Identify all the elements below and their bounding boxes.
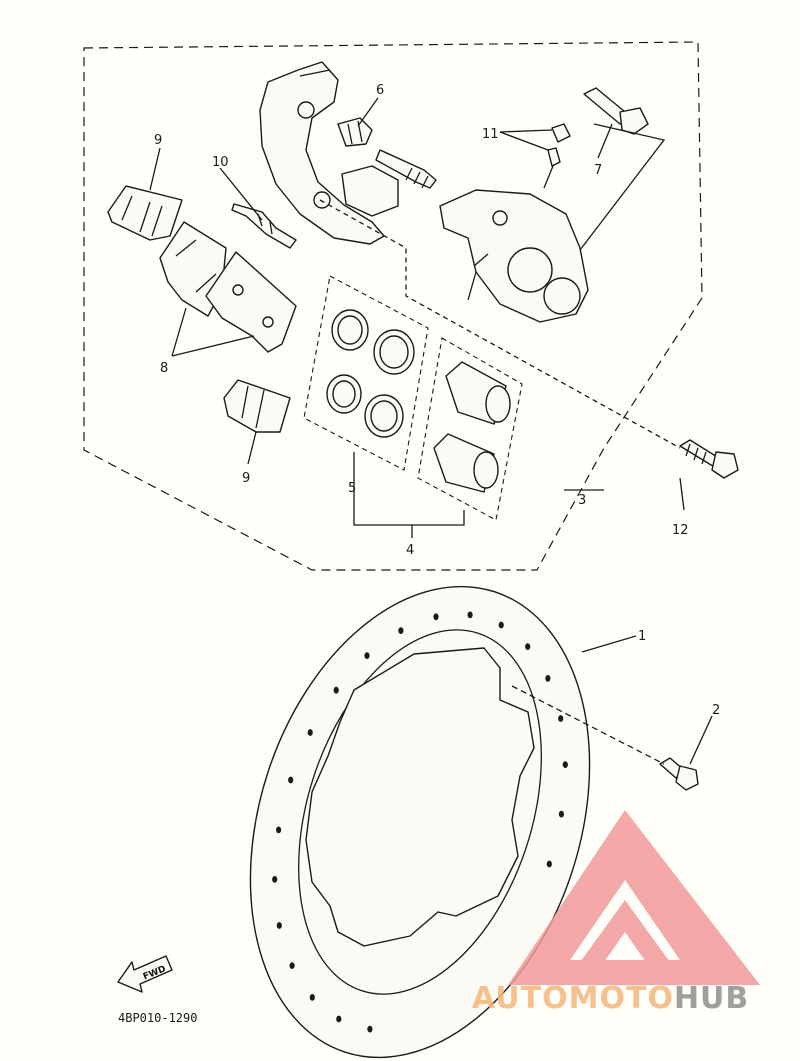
callout-9-lower: 9: [242, 471, 250, 486]
bleed-screw-and-cap: [543, 123, 571, 189]
disc-hole: [307, 729, 313, 736]
slide-pin: [375, 149, 437, 189]
disc-hole: [525, 643, 531, 650]
disc-hole: [276, 922, 282, 929]
disc-hole: [289, 962, 295, 969]
callout-12: 12: [672, 523, 689, 538]
pad-support-block: [341, 165, 399, 217]
pad-spring: [231, 203, 297, 249]
disc-bolt: [659, 757, 699, 791]
logo-triangle-icon: [508, 810, 760, 985]
slide-pin-boot: [337, 117, 373, 147]
disc-hole: [333, 686, 339, 694]
pad-shim-upper: [107, 185, 183, 241]
caliper-bolt: [583, 87, 649, 135]
disc-hole: [276, 826, 282, 834]
callout-9-upper: 9: [154, 133, 162, 148]
piston-seal-kit: [303, 275, 429, 471]
disc-hole: [545, 675, 551, 682]
callout-10: 10: [212, 155, 229, 170]
disc-hole: [272, 876, 278, 883]
callout-4: 4: [406, 543, 414, 558]
caliper-mount-bolt: [679, 439, 739, 479]
callout-8: 8: [160, 361, 168, 376]
callout-2: 2: [712, 703, 720, 718]
disc-hole: [558, 715, 564, 722]
disc-hole: [364, 652, 370, 659]
caliper-bracket: [259, 61, 385, 245]
callout-3: 3: [578, 493, 586, 508]
automotohub-logo: AUTOMOTOHUB: [472, 810, 760, 1016]
disc-hole: [558, 810, 565, 818]
brake-pads: [159, 221, 297, 353]
disc-hole: [546, 860, 552, 868]
brake-disc: [249, 585, 591, 1059]
logo-text-automoto: AUTOMOTO: [472, 981, 674, 1016]
callout-leader-lines: [149, 97, 713, 765]
pad-shim-lower: [223, 379, 291, 433]
callout-6: 6: [376, 83, 384, 98]
disc-hole: [433, 613, 439, 621]
disc-hole: [336, 1015, 342, 1023]
logo-text-hub: HUB: [674, 981, 749, 1016]
disc-drill-holes: [272, 611, 568, 1033]
disc-hole: [562, 761, 568, 768]
disc-hole: [498, 621, 504, 629]
caliper-pistons: [417, 337, 523, 521]
disc-hole: [398, 627, 404, 634]
callout-5: 5: [348, 481, 356, 496]
disc-hole: [367, 1025, 373, 1033]
disc-hole: [467, 611, 473, 619]
caliper-body: [439, 189, 589, 323]
svg-text:AUTOMOTOHUB: AUTOMOTOHUB: [472, 981, 749, 1016]
forward-direction-arrow: FWD: [117, 955, 173, 993]
callout-11: 11: [482, 127, 499, 142]
diagram-code: 4BP010-1290: [118, 1011, 197, 1025]
disc-hole: [288, 776, 294, 784]
disc-hole: [309, 994, 315, 1001]
callout-7: 7: [594, 163, 602, 178]
caliper-assembly-boundary: [83, 41, 703, 571]
callout-1: 1: [638, 629, 646, 644]
